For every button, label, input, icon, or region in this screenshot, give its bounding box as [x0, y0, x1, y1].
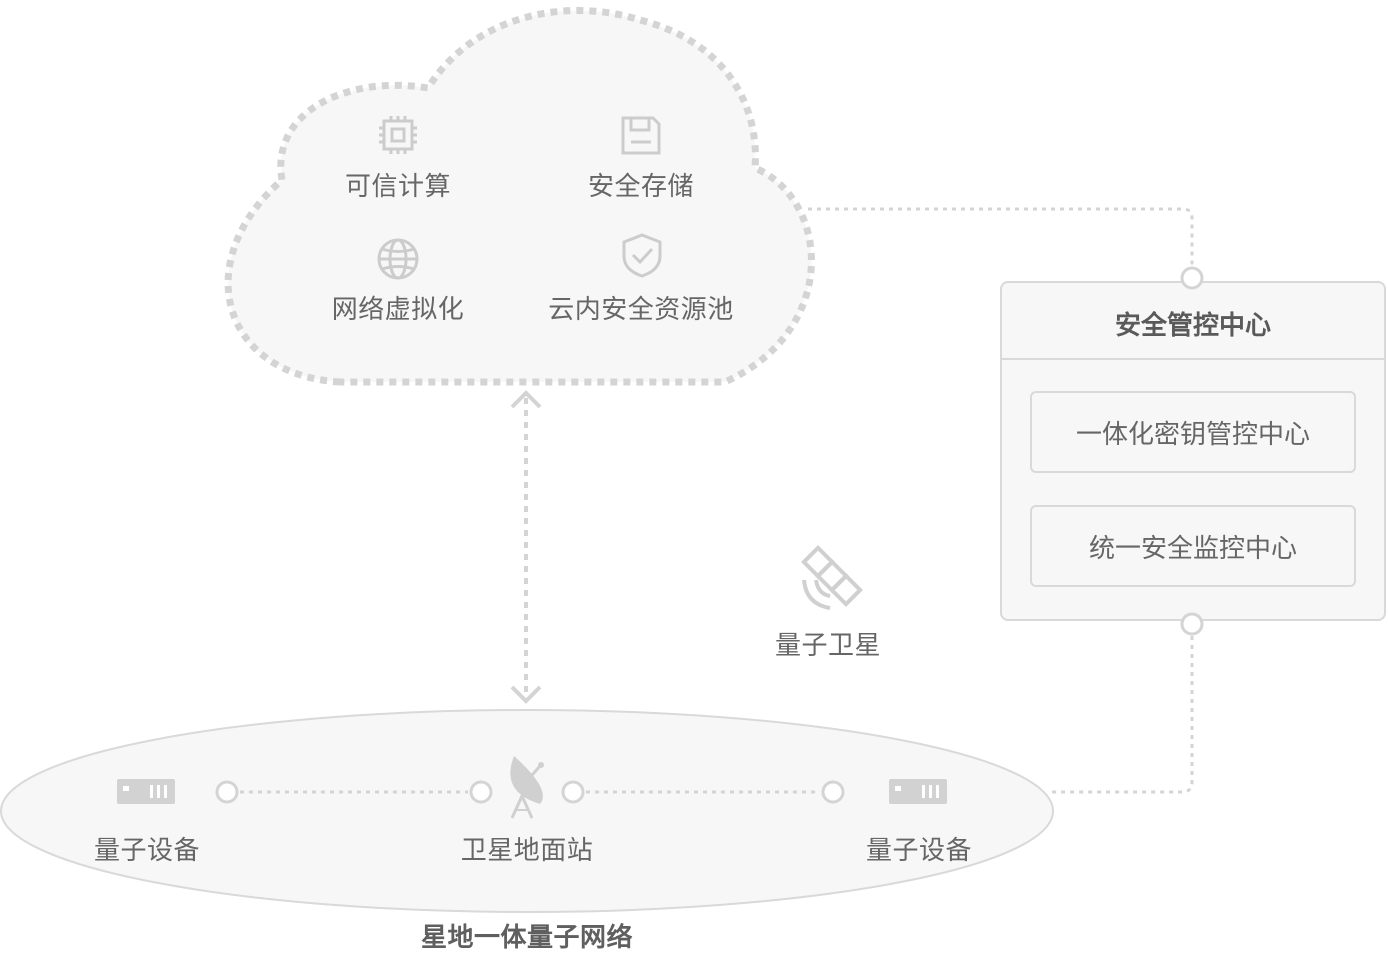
shield-check-icon [622, 233, 662, 278]
connector-node [215, 780, 239, 804]
key-management-center-box: 一体化密钥管控中心 [1030, 391, 1356, 473]
server-icon [117, 779, 175, 804]
server-icon [889, 779, 947, 804]
panel-divider [1002, 358, 1384, 360]
satellite-icon [801, 545, 863, 610]
connector-node [469, 780, 493, 804]
connector-node [821, 780, 845, 804]
network-title: 星地一体量子网络 [420, 923, 634, 953]
connector-node [561, 780, 585, 804]
left-quantum-device-label: 量子设备 [93, 836, 201, 866]
control-to-network-connector [1052, 636, 1194, 794]
bidirectional-arrow [510, 390, 542, 704]
floppy-disk-icon [621, 116, 661, 155]
security-monitoring-center-box: 统一安全监控中心 [1030, 505, 1356, 587]
right-quantum-device-label: 量子设备 [865, 836, 973, 866]
ground-station-label: 卫星地面站 [460, 836, 594, 866]
cloud-item-security-resource-pool: 云内安全资源池 [548, 295, 734, 325]
cloud-item-trusted-computing: 可信计算 [344, 172, 452, 202]
control-center-title: 安全管控中心 [1114, 311, 1271, 341]
chip-icon [379, 116, 417, 154]
satellite-dish-icon [510, 756, 544, 819]
quantum-satellite-label: 量子卫星 [774, 631, 882, 661]
connector-node [1180, 612, 1204, 636]
cloud-item-network-virtualization: 网络虚拟化 [331, 295, 465, 325]
connector-node [1180, 266, 1204, 290]
cloud-item-secure-storage: 安全存储 [587, 172, 695, 202]
cloud-shape [224, 7, 815, 386]
cloud-to-control-connector [808, 207, 1194, 266]
globe-icon [377, 238, 419, 280]
security-control-center-panel: 安全管控中心 一体化密钥管控中心 统一安全监控中心 [1000, 281, 1386, 621]
